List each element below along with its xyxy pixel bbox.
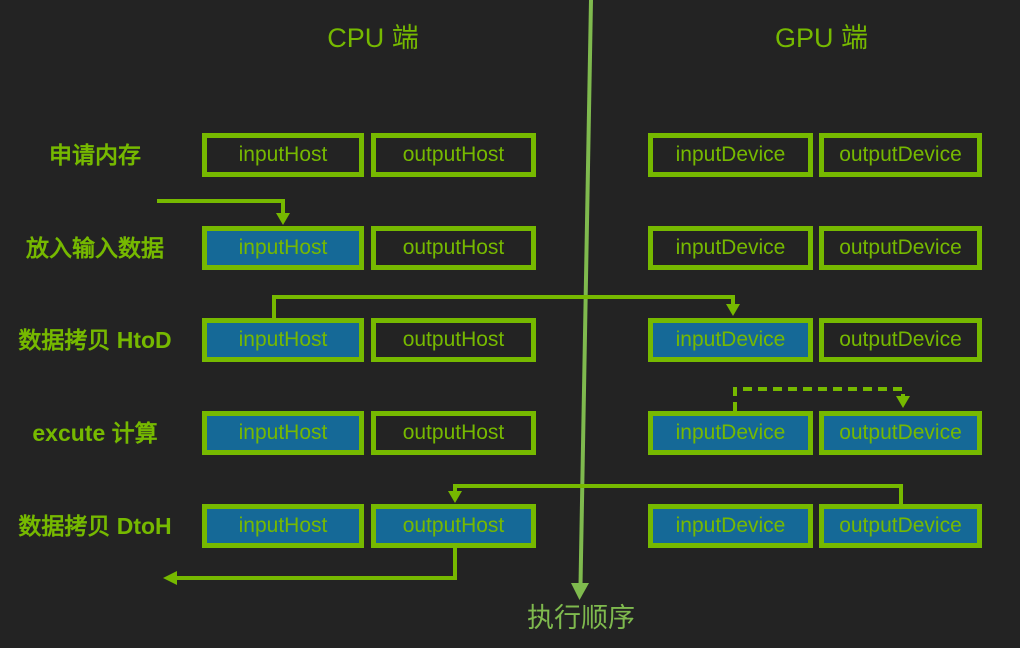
- memory-box-text: inputHost: [238, 514, 328, 537]
- execution-order-label: 执行顺序: [527, 603, 635, 633]
- memory-box-text: outputDevice: [839, 514, 962, 537]
- memory-box-outputdevice-row2: outputDevice: [819, 318, 982, 362]
- memory-box-inputdevice-row3: inputDevice: [648, 411, 813, 455]
- kernel-execute-arrowhead-icon: [896, 396, 910, 408]
- memory-box-text: inputHost: [238, 421, 328, 444]
- memory-box-inputhost-row3: inputHost: [202, 411, 364, 455]
- htod-copy-arrowhead-icon: [726, 304, 740, 316]
- memory-box-text: inputDevice: [675, 421, 786, 444]
- row-label-put-input-data: 放入输入数据: [26, 235, 164, 261]
- execution-order-arrowhead-icon: [571, 583, 589, 600]
- row-label-copy-dtoh: 数据拷贝 DtoH: [18, 513, 172, 539]
- memory-box-inputdevice-row0: inputDevice: [648, 133, 813, 177]
- htod-copy-arrow: [272, 295, 735, 318]
- memory-box-outputhost-row3: outputHost: [371, 411, 536, 455]
- row-label-copy-htod: 数据拷贝 HtoD: [18, 327, 172, 353]
- memory-box-text: outputHost: [402, 328, 505, 351]
- put-input-data-arrowhead-icon: [276, 213, 290, 225]
- memory-box-text: inputHost: [238, 236, 328, 259]
- memory-box-outputdevice-row4: outputDevice: [819, 504, 982, 548]
- result-output-arrowhead-icon: [163, 571, 177, 585]
- row-label-allocate-memory: 申请内存: [49, 142, 141, 168]
- memory-box-inputhost-row2: inputHost: [202, 318, 364, 362]
- memory-box-outputdevice-row3: outputDevice: [819, 411, 982, 455]
- memory-box-inputhost-row1: inputHost: [202, 226, 364, 270]
- row-label-execute: excute 计算: [32, 420, 158, 446]
- cpu-side-header: CPU 端: [327, 23, 419, 53]
- memory-box-outputhost-row2: outputHost: [371, 318, 536, 362]
- execution-order-line: [578, 0, 593, 586]
- memory-box-text: outputHost: [402, 514, 505, 537]
- memory-box-outputdevice-row1: outputDevice: [819, 226, 982, 270]
- memory-box-text: inputHost: [238, 143, 328, 166]
- gpu-side-header: GPU 端: [774, 23, 868, 53]
- memory-box-text: outputDevice: [839, 236, 962, 259]
- memory-box-text: inputDevice: [675, 328, 786, 351]
- put-input-data-arrow: [157, 199, 285, 214]
- memory-box-text: inputDevice: [675, 236, 786, 259]
- memory-box-text: inputDevice: [675, 143, 786, 166]
- dtoh-copy-arrow: [453, 484, 903, 504]
- result-output-arrow: [176, 548, 457, 580]
- memory-box-inputdevice-row4: inputDevice: [648, 504, 813, 548]
- memory-box-inputdevice-row2: inputDevice: [648, 318, 813, 362]
- memory-box-inputhost-row0: inputHost: [202, 133, 364, 177]
- memory-box-outputhost-row0: outputHost: [371, 133, 536, 177]
- dtoh-copy-arrowhead-icon: [448, 491, 462, 503]
- memory-box-text: outputHost: [402, 143, 505, 166]
- memory-box-outputdevice-row0: outputDevice: [819, 133, 982, 177]
- memory-box-text: outputHost: [402, 236, 505, 259]
- memory-box-inputhost-row4: inputHost: [202, 504, 364, 548]
- kernel-execute-arrow: [733, 387, 905, 411]
- memory-box-text: outputDevice: [839, 328, 962, 351]
- memory-box-outputhost-row4: outputHost: [371, 504, 536, 548]
- memory-box-text: outputHost: [402, 421, 505, 444]
- memory-box-inputdevice-row1: inputDevice: [648, 226, 813, 270]
- memory-box-text: outputDevice: [839, 143, 962, 166]
- memory-box-outputhost-row1: outputHost: [371, 226, 536, 270]
- memory-box-text: inputDevice: [675, 514, 786, 537]
- memory-box-text: outputDevice: [839, 421, 962, 444]
- memory-box-text: inputHost: [238, 328, 328, 351]
